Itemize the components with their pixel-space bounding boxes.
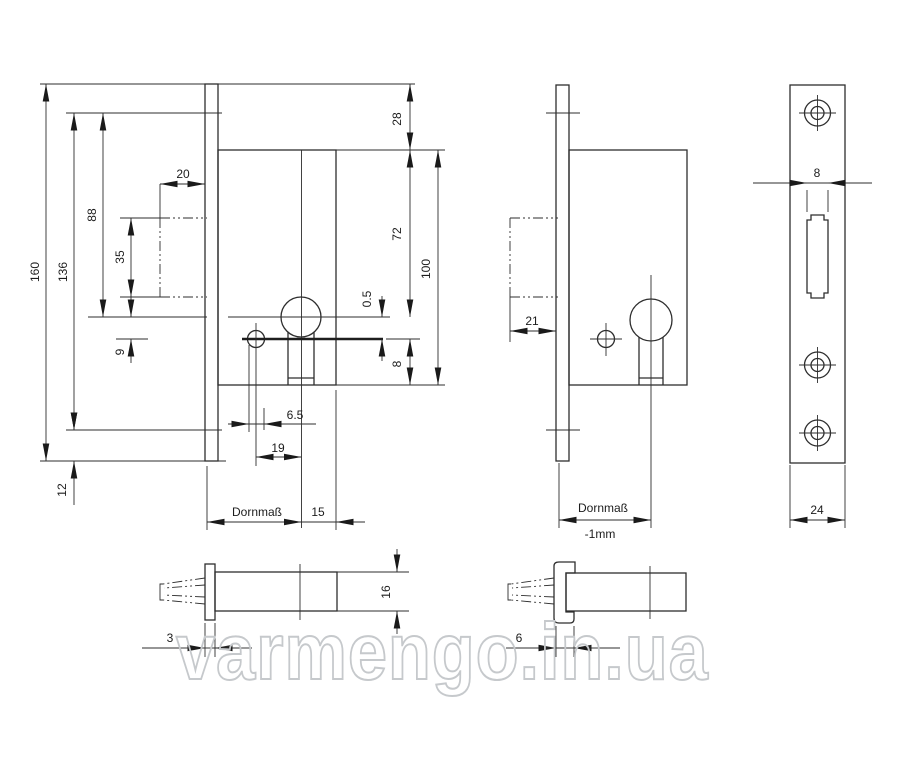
side-hook-dimensions: 6 <box>506 626 620 657</box>
lock-case <box>217 149 337 386</box>
dim-hub-to-cylinder: 19 <box>271 441 285 455</box>
faceplate-front-hook <box>555 84 570 462</box>
dim-backset-label: Dornmaß <box>232 505 282 519</box>
dim-hub-offset: 6.5 <box>287 408 304 422</box>
dim-hole-to-bottom: 136 <box>56 262 70 282</box>
dim-pocket-width-hook: 21 <box>525 314 539 328</box>
dim-axis-to-bottom: 8 <box>390 360 404 367</box>
channel-faceplate-edge <box>553 561 576 624</box>
dim-cylinder-to-back: 15 <box>311 505 325 519</box>
dim-total-height: 160 <box>28 262 42 282</box>
dim-bottom-margin: 12 <box>55 483 69 497</box>
case-edge <box>214 571 338 612</box>
latch-slot <box>806 214 829 299</box>
dim-top-to-axis: 72 <box>390 227 404 241</box>
dim-backset-label-hook: Dornmaß <box>578 501 628 515</box>
hook-lock-phantom-pocket <box>509 217 558 298</box>
lock-front-phantom-pocket <box>159 217 207 298</box>
hook-lock-outline <box>546 84 688 528</box>
dim-hole-to-axis: 88 <box>85 208 99 222</box>
screw-hole-bottom <box>799 415 836 451</box>
dim-slot-width: 8 <box>814 166 821 180</box>
case-edge <box>565 572 687 612</box>
screw-hole-middle <box>799 347 836 383</box>
dim-backset-note-hook: -1mm <box>585 527 616 541</box>
strike-plate-view: 8 24 <box>753 84 872 528</box>
strike-plate-dimensions: 8 24 <box>753 166 872 528</box>
lock-front-view: 160 136 88 35 9 12 20 28 72 0.5 8 10 <box>28 83 445 530</box>
lock-case-hook <box>568 149 688 386</box>
dim-case-thickness: 16 <box>379 585 393 599</box>
side-view-dimensions: 16 3 <box>142 549 409 657</box>
dim-clearance: 0.5 <box>360 290 374 307</box>
latch-bolt-phantom <box>507 577 555 605</box>
lock-front-hook-view: 21 Dornmaß -1mm <box>509 84 688 541</box>
dim-plate-width: 24 <box>810 503 824 517</box>
dim-faceplate-thickness: 3 <box>167 631 174 645</box>
dim-pocket-height: 35 <box>113 250 127 264</box>
lock-front-extension-lines <box>40 83 445 530</box>
strike-plate-outline <box>789 84 846 464</box>
dim-channel-depth: 6 <box>516 631 523 645</box>
hook-lock-dimensions: 21 Dornmaß -1mm <box>509 297 651 541</box>
dim-pocket-width: 20 <box>176 167 190 181</box>
dim-top-margin: 28 <box>390 112 404 126</box>
cylinder-hole <box>629 298 673 342</box>
lock-side-view: 16 3 <box>142 549 409 657</box>
faceplate-edge <box>204 563 216 621</box>
lock-side-hook-view: 6 <box>506 561 687 657</box>
screw-hole-top <box>799 95 836 131</box>
lock-front-outline <box>204 83 383 528</box>
dim-case-height: 100 <box>419 259 433 279</box>
lock-front-dimensions: 160 136 88 35 9 12 20 28 72 0.5 8 10 <box>28 84 442 526</box>
dim-axis-gap: 9 <box>113 348 127 355</box>
faceplate-front <box>204 83 219 462</box>
latch-bolt-phantom <box>159 577 206 605</box>
